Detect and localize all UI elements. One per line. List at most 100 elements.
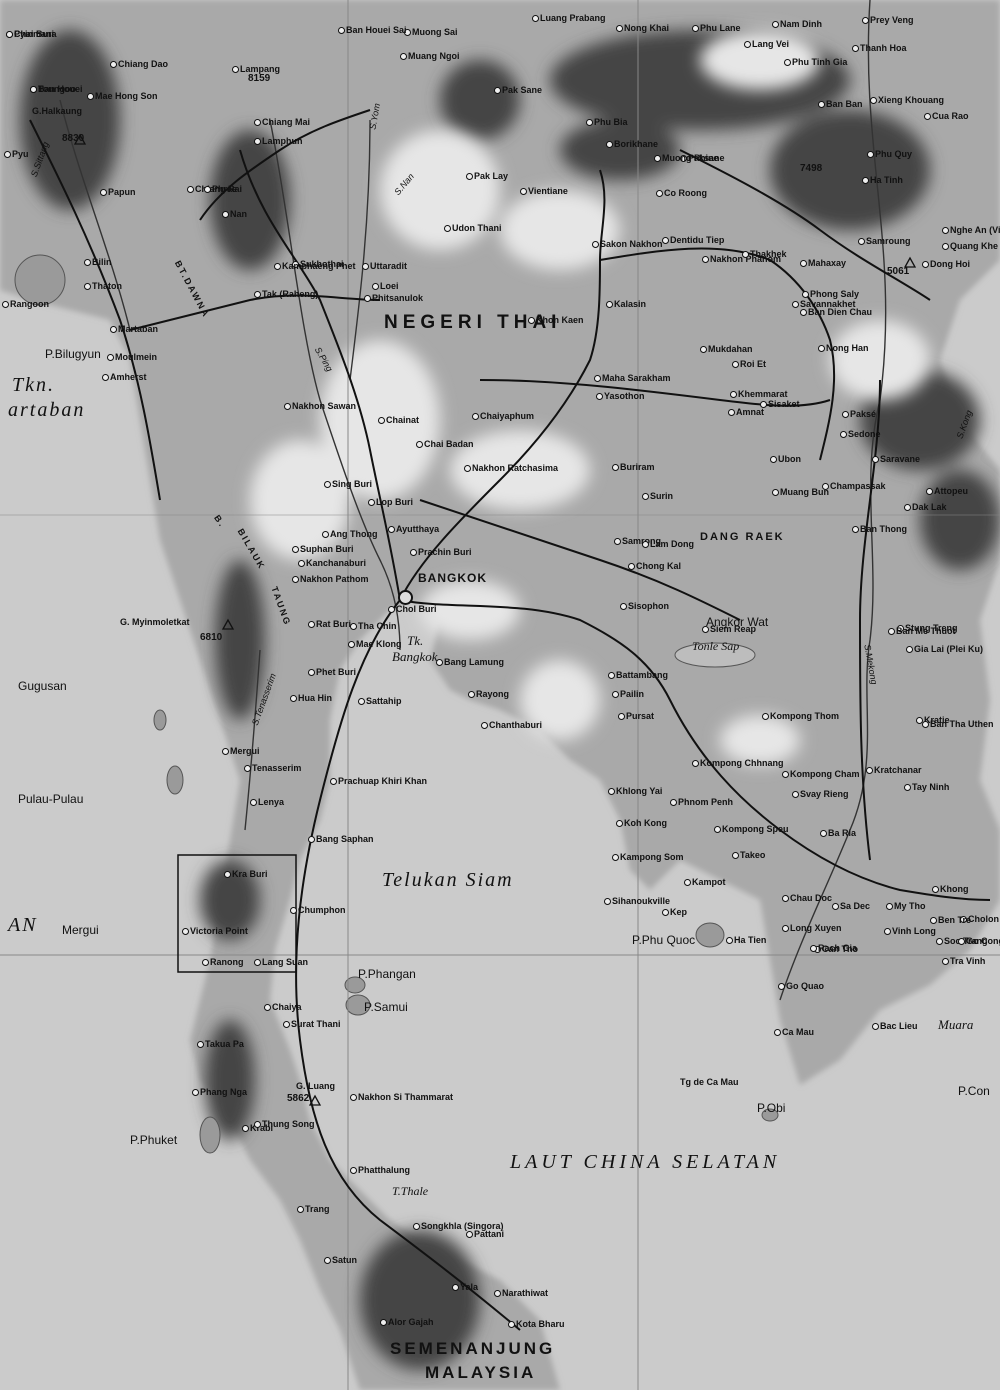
town-marker (222, 211, 229, 218)
town-label: Bac Lieu (880, 1021, 918, 1031)
town-label: Chaiyaphum (480, 411, 535, 421)
town-marker (866, 767, 873, 774)
town-marker (30, 86, 37, 93)
peak-halkaung-label: G.Halkaung (32, 106, 83, 116)
town-marker (224, 871, 231, 878)
town-label: Lamphun (262, 136, 303, 146)
phu-quoc-label: P.Phu Quoc (632, 933, 696, 947)
town-label: Phu Lane (700, 23, 741, 33)
town-marker (872, 1023, 879, 1030)
town-marker (942, 227, 949, 234)
town-marker (958, 938, 965, 945)
town-marker (760, 401, 767, 408)
town-marker (388, 606, 395, 613)
town-label: Phet Buri (316, 667, 357, 677)
town-label: Phang Nga (200, 1087, 248, 1097)
town-marker (872, 456, 879, 463)
town-label: Borikhane (614, 139, 659, 149)
town-label: Phrae (212, 184, 238, 194)
peak-5862-label: 5862 (287, 1093, 310, 1104)
town-label: Kompong Speu (722, 824, 789, 834)
town-marker (292, 261, 299, 268)
town-label: Ha Tien (734, 935, 767, 945)
town-marker (662, 909, 669, 916)
town-label: Khemmarat (738, 389, 788, 399)
town-marker (684, 879, 691, 886)
town-marker (886, 903, 893, 910)
town-marker (292, 576, 299, 583)
town-label: Thung Song (262, 1119, 315, 1129)
town-label: Loei (380, 281, 399, 291)
town-label: Vientiane (528, 186, 568, 196)
phangan-label: P.Phangan (358, 967, 416, 981)
town-marker (87, 93, 94, 100)
town-marker (100, 189, 107, 196)
town-label: Paksane (688, 153, 725, 163)
town-marker (832, 903, 839, 910)
town-label: Ranong (210, 957, 244, 967)
town-label: Rach Gia (818, 943, 858, 953)
town-marker (204, 186, 211, 193)
rivers-layer (59, 0, 887, 1001)
town-label: Nan (230, 209, 248, 219)
town-marker (2, 301, 9, 308)
town-label: Amnat (736, 407, 765, 417)
town-marker (298, 560, 305, 567)
town-label: Nakhon Phanom (710, 254, 782, 264)
town-marker (264, 1004, 271, 1011)
town-label: Yasothon (604, 391, 645, 401)
bight-label-2: Bangkok (392, 649, 438, 664)
town-label: Moulmein (115, 352, 157, 362)
town-marker (862, 177, 869, 184)
town-label: Phitsanulok (372, 293, 424, 303)
town-marker (242, 1125, 249, 1132)
town-label: Chau Doc (790, 893, 833, 903)
town-label: Kampot (692, 877, 726, 887)
town-marker (464, 465, 471, 472)
town-marker (614, 538, 621, 545)
town-label: Chiang Mai (262, 117, 311, 127)
town-label: Bang Saphan (316, 834, 374, 844)
town-marker (254, 138, 261, 145)
town-label: Surat Thani (291, 1019, 341, 1029)
town-label: Gia Lai (Plei Ku) (914, 644, 984, 654)
town-label: Ban Houei Sai (346, 25, 407, 35)
town-label: Phnom Penh (678, 797, 734, 807)
town-marker (494, 87, 501, 94)
town-marker (792, 301, 799, 308)
town-marker (466, 1231, 473, 1238)
town-label: Khon Kaen (536, 315, 584, 325)
town-label: Thakhek (750, 249, 787, 259)
town-marker (468, 691, 475, 698)
phuket-label: P.Phuket (130, 1133, 178, 1147)
town-label: Mergui (230, 746, 260, 756)
martaban-label-2: artaban (8, 399, 86, 421)
town-marker (770, 456, 777, 463)
town-label: Kampong Som (620, 852, 684, 862)
town-marker (254, 119, 261, 126)
town-label: Phu Bia (594, 117, 628, 127)
town-marker (840, 431, 847, 438)
town-label: Buriram (620, 462, 655, 472)
town-label: Ban Dien Chau (808, 307, 873, 317)
dang-raek-label: DANG RAEK (700, 531, 785, 543)
town-marker (350, 623, 357, 630)
town-marker (888, 628, 895, 635)
town-marker (782, 895, 789, 902)
town-label: Martaban (118, 324, 159, 334)
gulf-label: Telukan Siam (382, 869, 514, 891)
town-marker (782, 925, 789, 932)
town-label: Sattahip (366, 696, 402, 706)
town-label: Lang Suan (262, 957, 309, 967)
town-label: Pailin (620, 689, 645, 699)
peaks-layer (73, 133, 917, 1106)
town-label: Amherst (110, 372, 147, 382)
town-label: Khlong Yai (616, 786, 663, 796)
town-marker (778, 983, 785, 990)
town-marker (852, 45, 859, 52)
town-label: Savannakhet (800, 299, 856, 309)
town-label: Pak Lay (474, 171, 509, 181)
town-label: Chaiya (272, 1002, 302, 1012)
town-label: Rat Buri (316, 619, 352, 629)
